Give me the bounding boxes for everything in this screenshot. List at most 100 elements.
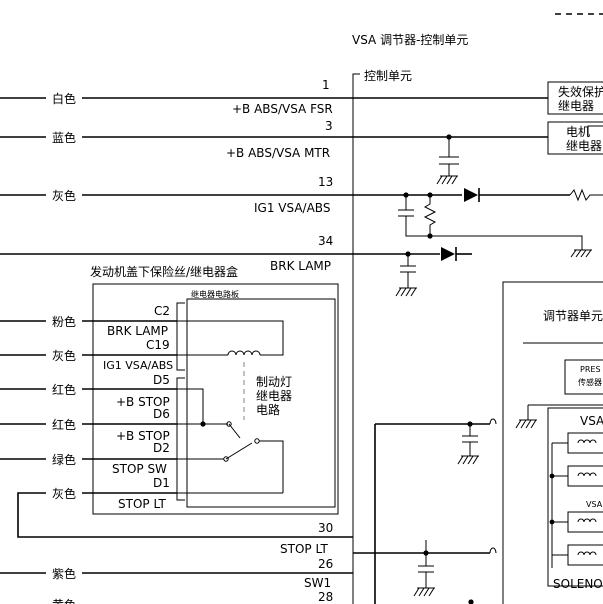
unit-title: VSA 调节器-控制单元 [352, 33, 468, 47]
fuse-signal: +B STOP [116, 395, 170, 409]
wire-color-label: 灰色 [52, 349, 76, 363]
fail-safe-relay-label-1: 失效保护 [558, 84, 603, 99]
fuse-pin: D1 [153, 476, 170, 490]
wire-color-label: 红色 [52, 382, 76, 397]
capacitor-ground [439, 137, 459, 177]
fuse-signal: IG1 VSA/ABS [103, 359, 173, 372]
ground-icon [436, 175, 458, 185]
fuse-pin: D6 [153, 407, 170, 421]
fuse-pin: C2 [154, 304, 170, 318]
relay-board-label: 继电器电路板 [191, 289, 239, 299]
brake-relay-label-2: 继电器 [256, 389, 292, 403]
control-unit-bracket [352, 73, 360, 604]
junction-dot [549, 473, 555, 479]
capacitor-ground [417, 540, 435, 589]
capacitor-ground [461, 424, 479, 457]
relay-contact-lead [177, 388, 204, 424]
motor-relay-lead [587, 125, 603, 137]
solenoid-coil-icon [577, 439, 597, 556]
capacitor-icon [398, 195, 430, 237]
terminal-signal: BRK LAMP [270, 259, 331, 273]
terminal-pin: 1 [322, 78, 330, 92]
switch-contact-icon [223, 456, 229, 462]
terminal-signal: IG1 VSA/ABS [254, 201, 330, 215]
fuse-signal: STOP LT [118, 497, 166, 511]
solenoid-label: SOLENOI [553, 577, 603, 591]
wire-color-label: 白色 [52, 91, 76, 106]
terminal-pin: 26 [318, 557, 333, 571]
wire-color-label: 绿色 [52, 452, 76, 467]
modulator-unit-label: 调节器单元 [543, 309, 603, 323]
wire-stop-lt-loop [17, 492, 353, 538]
ground-icon [395, 287, 417, 297]
capacitor-ground [399, 254, 417, 289]
vsa-small-label: VSA [586, 500, 603, 509]
switch-arm [225, 442, 253, 460]
pressure-sensor-box [564, 359, 603, 395]
junction-dot [549, 519, 555, 525]
wire-color-label: 粉色 [52, 315, 76, 329]
fuse-box-title: 发动机盖下保险丝/继电器盒 [90, 264, 238, 279]
ground-lead [430, 235, 592, 251]
fail-safe-relay-label-2: 继电器 [558, 99, 594, 113]
wire-color-label: 灰色 [52, 189, 76, 203]
motor-relay-box [547, 121, 603, 155]
resistor-icon [423, 195, 437, 236]
terminal-pin: 13 [318, 175, 333, 189]
ground-icon [570, 249, 592, 258]
terminal-pin: 30 [318, 521, 333, 535]
switch-contact-icon [254, 438, 260, 444]
terminal-signal: +B ABS/VSA FSR [232, 102, 333, 116]
fuse-pin: D2 [153, 441, 170, 455]
control-unit-label: 控制单元 [364, 69, 412, 83]
relay-out-lead [259, 440, 284, 493]
solenoid-leads [551, 442, 568, 568]
modulator-unit-box [502, 281, 603, 604]
diode-icon [441, 247, 455, 261]
ground-icon [515, 405, 537, 429]
solenoid-coil-box [567, 511, 603, 533]
fuse-signal: +B STOP [116, 429, 170, 443]
resistor-icon [569, 188, 603, 202]
terminal-signal: STOP LT [280, 542, 328, 556]
fuse-box-outline [92, 283, 339, 515]
terminal-signal: SW1 [304, 576, 331, 590]
solenoid-coil-box [567, 432, 603, 454]
switch-arm [228, 423, 241, 439]
ground-icon [457, 455, 479, 465]
terminal-signal: +B ABS/VSA MTR [226, 146, 330, 160]
terminal-pin: 34 [318, 234, 333, 248]
motor-relay-label-1: 电机 [566, 125, 590, 139]
fuse-signal: STOP SW [112, 462, 167, 476]
fuse-pin: D5 [153, 373, 170, 387]
vsa-label: VSA [580, 414, 603, 428]
switch-contact-icon [226, 421, 232, 427]
solenoid-block [547, 407, 603, 587]
pressure-sensor-label-2: 传感器 [578, 377, 602, 387]
solenoid-coil-box [567, 465, 603, 487]
solenoid-coil-box [567, 544, 603, 566]
connector-c-bracket [176, 302, 185, 371]
wire-color-label: 灰色 [52, 487, 76, 501]
wire-break-icon [489, 418, 497, 425]
brake-relay-label-3: 电路 [256, 402, 280, 417]
wire-color-label: 紫色 [52, 567, 76, 581]
ground-icon [413, 587, 435, 597]
brake-relay-label-1: 制动灯 [256, 375, 292, 389]
fuse-signal: BRK LAMP [107, 324, 168, 338]
relay-coil-icon [227, 350, 261, 356]
motor-relay-label-2: 继电器 [566, 139, 602, 153]
terminal-pin: 3 [325, 119, 333, 133]
wire-break-icon [489, 547, 497, 554]
pressure-sensor-label-1: PRES [580, 365, 601, 374]
wire-color-label: 红色 [52, 417, 76, 432]
fuse-pin: C19 [146, 338, 170, 352]
junction-dot [468, 599, 474, 604]
wire-color-label: 蓝色 [52, 131, 76, 145]
diode-icon [464, 188, 478, 202]
connector-d-bracket [176, 377, 185, 501]
relay-coil-lead [177, 320, 284, 356]
terminal-pin: 28 [318, 590, 333, 604]
